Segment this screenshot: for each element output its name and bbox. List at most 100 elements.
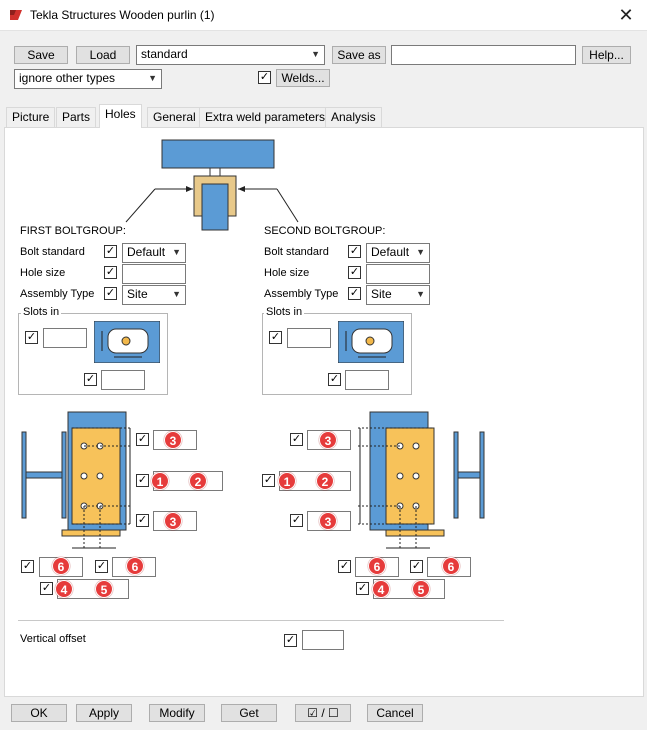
first-bolt-standard-checkbox[interactable]: ✓	[104, 245, 117, 258]
vertical-offset-label: Vertical offset	[20, 633, 86, 645]
tab-holes[interactable]: Holes	[99, 104, 142, 128]
slot-diagram-icon	[94, 321, 160, 363]
first-h-edge-left-checkbox[interactable]: ✓	[21, 560, 34, 573]
second-edge-bottom-checkbox[interactable]: ✓	[290, 514, 303, 527]
save-as-button[interactable]: Save as	[332, 46, 386, 64]
tab-extra-weld-parameters[interactable]: Extra weld parameters	[199, 107, 332, 127]
second-assembly-type-checkbox[interactable]: ✓	[348, 287, 361, 300]
vertical-offset-checkbox[interactable]: ✓	[284, 634, 297, 647]
filter-select[interactable]: ignore other types ▼	[14, 69, 162, 89]
first-bolt-standard-select[interactable]: Default ▼	[122, 243, 186, 263]
second-h-edge-right-checkbox[interactable]: ✓	[410, 560, 423, 573]
tab-picture[interactable]: Picture	[6, 107, 56, 127]
first-assembly-type-checkbox[interactable]: ✓	[104, 287, 117, 300]
first-hole-size-input[interactable]	[122, 264, 186, 284]
separator	[18, 620, 504, 621]
first-bolt-standard-label: Bolt standard	[20, 246, 85, 258]
cancel-button[interactable]: Cancel	[367, 704, 423, 722]
tab-general[interactable]: General	[147, 107, 202, 127]
tekla-logo-icon	[10, 10, 22, 20]
second-boltgroup-heading: SECOND BOLTGROUP:	[264, 225, 386, 237]
first-hole-size-checkbox[interactable]: ✓	[104, 266, 117, 279]
badge-2: 2	[189, 472, 207, 490]
chevron-down-icon: ▼	[172, 247, 181, 257]
second-slot-horizontal-input[interactable]	[345, 370, 389, 390]
first-slot-vertical-input[interactable]	[43, 328, 87, 348]
vertical-offset-input[interactable]	[302, 630, 344, 650]
title-bar: Tekla Structures Wooden purlin (1) ✕	[0, 0, 647, 31]
second-spacing-checkbox[interactable]: ✓	[262, 474, 275, 487]
second-slots-label: Slots in	[264, 306, 305, 318]
help-button[interactable]: Help...	[582, 46, 631, 64]
welds-checkbox[interactable]: ✓	[258, 71, 271, 84]
badge-6: 6	[126, 557, 144, 575]
first-hole-size-label: Hole size	[20, 267, 66, 279]
badge-3: 3	[164, 431, 182, 449]
first-slot-vertical-checkbox[interactable]: ✓	[25, 331, 38, 344]
second-bolt-standard-checkbox[interactable]: ✓	[348, 245, 361, 258]
window-title: Tekla Structures Wooden purlin (1)	[30, 8, 215, 22]
chevron-down-icon: ▼	[311, 49, 320, 59]
first-slots-group	[18, 313, 168, 395]
badge-5: 5	[95, 580, 113, 598]
second-hole-size-label: Hole size	[264, 267, 310, 279]
second-h-spacing-checkbox[interactable]: ✓	[356, 582, 369, 595]
chevron-down-icon: ▼	[416, 247, 425, 257]
first-spacing-checkbox[interactable]: ✓	[136, 474, 149, 487]
second-slot-vertical-input[interactable]	[287, 328, 331, 348]
badge-1: 1	[151, 472, 169, 490]
modify-button[interactable]: Modify	[149, 704, 205, 722]
tab-parts[interactable]: Parts	[56, 107, 97, 127]
second-assembly-type-select[interactable]: Site ▼	[366, 285, 430, 305]
first-assembly-type-select[interactable]: Site ▼	[122, 285, 186, 305]
second-bolt-layout-diagram	[358, 411, 485, 549]
tab-analysis[interactable]: Analysis	[325, 107, 382, 127]
second-bolt-standard-value: Default	[371, 245, 410, 259]
save-button[interactable]: Save	[14, 46, 68, 64]
first-edge-top-checkbox[interactable]: ✓	[136, 433, 149, 446]
apply-button[interactable]: Apply	[76, 704, 132, 722]
first-boltgroup-heading: FIRST BOLTGROUP:	[20, 225, 126, 237]
second-assembly-type-value: Site	[371, 287, 392, 301]
badge-3: 3	[164, 512, 182, 530]
second-bolt-standard-select[interactable]: Default ▼	[366, 243, 430, 263]
badge-5: 5	[412, 580, 430, 598]
first-edge-bottom-checkbox[interactable]: ✓	[136, 514, 149, 527]
preset-value: standard	[141, 47, 188, 61]
badge-3: 3	[319, 431, 337, 449]
preset-select[interactable]: standard ▼	[136, 45, 325, 65]
connection-diagram	[125, 139, 299, 231]
welds-button[interactable]: Welds...	[276, 69, 330, 87]
load-button[interactable]: Load	[76, 46, 130, 64]
filter-value: ignore other types	[19, 71, 116, 85]
chevron-down-icon: ▼	[148, 73, 157, 83]
get-button[interactable]: Get	[221, 704, 277, 722]
slot-diagram-icon	[338, 321, 404, 363]
first-h-edge-right-checkbox[interactable]: ✓	[95, 560, 108, 573]
second-hole-size-input[interactable]	[366, 264, 430, 284]
badge-6: 6	[368, 557, 386, 575]
badge-2: 2	[316, 472, 334, 490]
badge-4: 4	[372, 580, 390, 598]
second-hole-size-checkbox[interactable]: ✓	[348, 266, 361, 279]
second-slot-vertical-checkbox[interactable]: ✓	[269, 331, 282, 344]
first-bolt-layout-diagram	[21, 411, 132, 549]
first-slot-horizontal-checkbox[interactable]: ✓	[84, 373, 97, 386]
badge-6: 6	[52, 557, 70, 575]
first-slot-horizontal-input[interactable]	[101, 370, 145, 390]
badge-6: 6	[442, 557, 460, 575]
toggle-all-button[interactable]: ☑ / ☐	[295, 704, 351, 722]
close-icon[interactable]: ✕	[618, 5, 634, 25]
ok-button[interactable]: OK	[11, 704, 67, 722]
second-edge-top-checkbox[interactable]: ✓	[290, 433, 303, 446]
first-slots-label: Slots in	[21, 306, 62, 318]
second-h-edge-left-checkbox[interactable]: ✓	[338, 560, 351, 573]
second-assembly-type-label: Assembly Type	[264, 288, 339, 300]
chevron-down-icon: ▼	[416, 289, 425, 299]
save-as-input[interactable]	[391, 45, 576, 65]
second-slots-group	[262, 313, 412, 395]
first-h-spacing-checkbox[interactable]: ✓	[40, 582, 53, 595]
second-slot-horizontal-checkbox[interactable]: ✓	[328, 373, 341, 386]
second-bolt-standard-label: Bolt standard	[264, 246, 329, 258]
first-assembly-type-label: Assembly Type	[20, 288, 95, 300]
